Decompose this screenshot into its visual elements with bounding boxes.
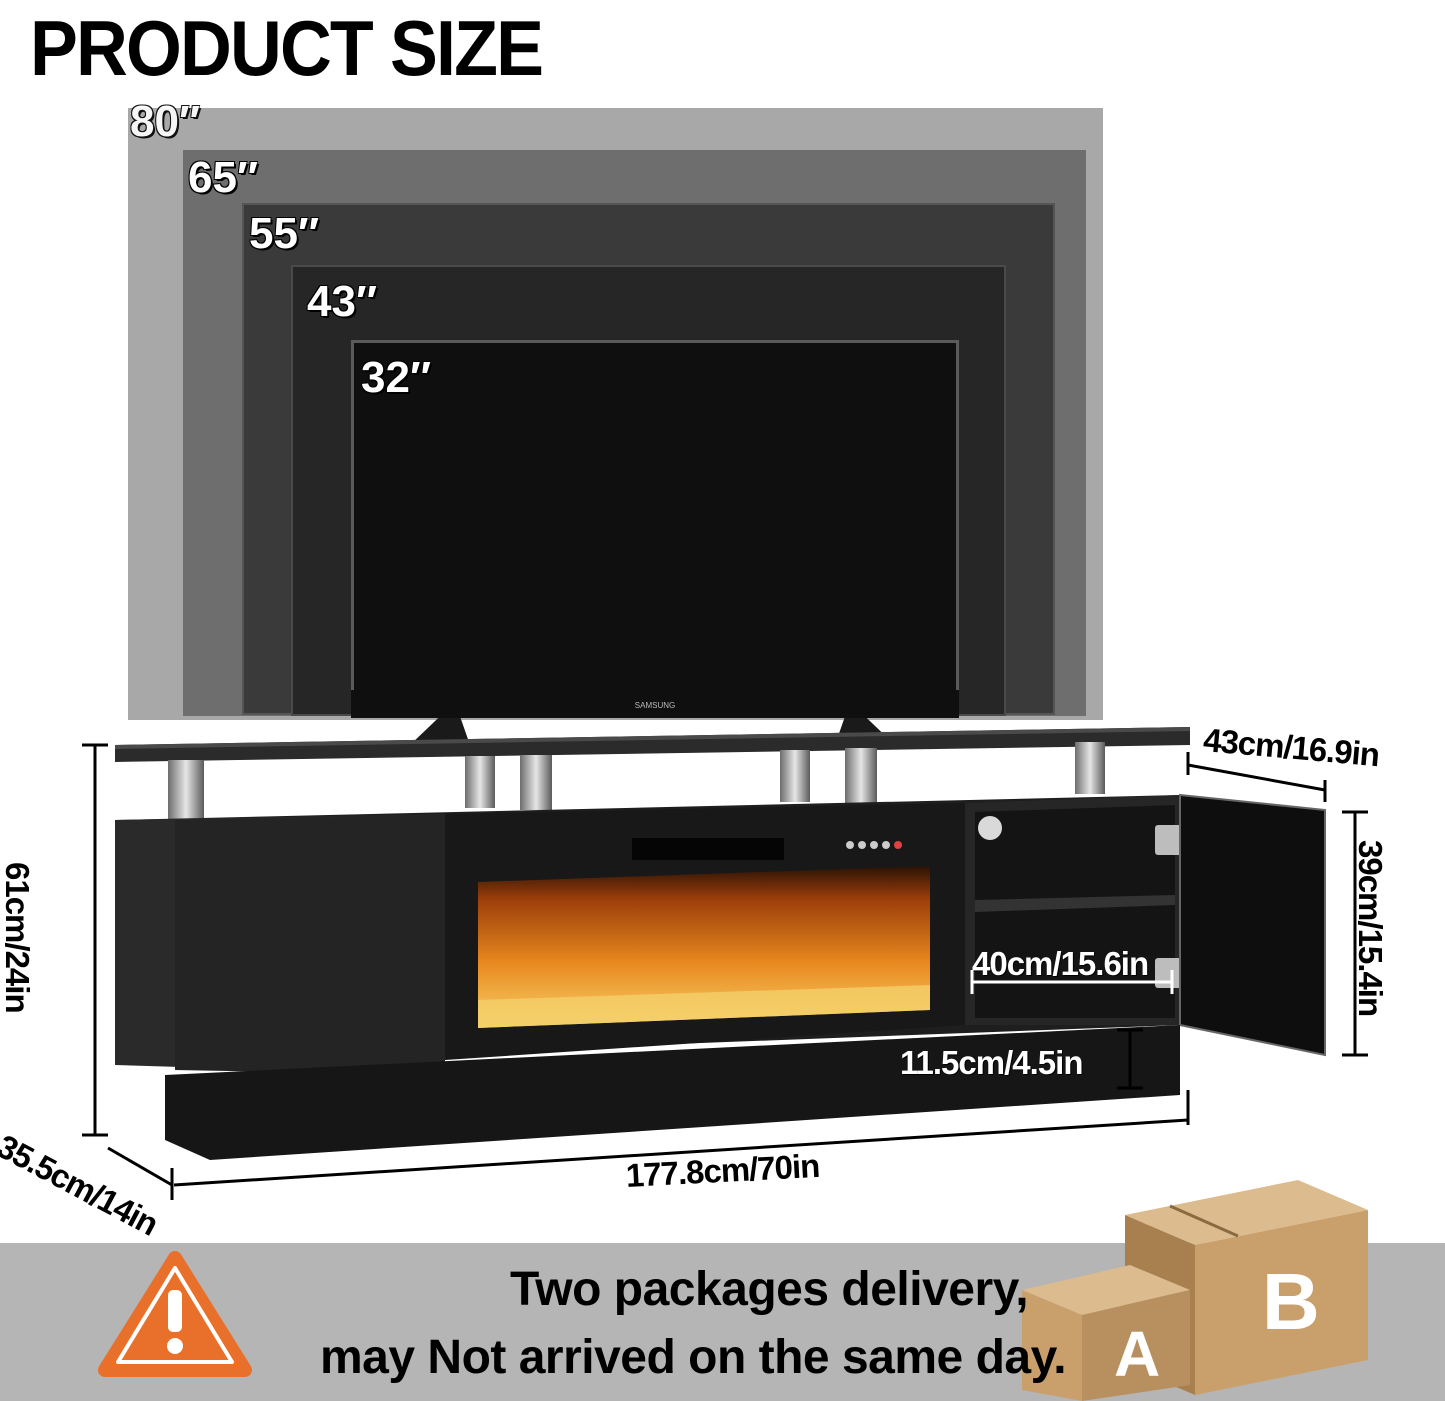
warning-triangle-icon xyxy=(98,1251,252,1377)
box-b-label: B xyxy=(1262,1257,1320,1346)
dimension-inner-width: 40cm/15.6in xyxy=(972,945,1149,982)
tv-size-label-80: 80″ xyxy=(130,97,201,146)
tv-brand-logo: SAMSUNG xyxy=(635,701,675,710)
tv-32-silhouette xyxy=(351,340,959,718)
top-shelf xyxy=(115,727,1190,762)
cabinet-base xyxy=(165,1025,1180,1160)
tv-size-label-55: 55″ xyxy=(249,209,320,258)
package-box-a-icon xyxy=(1022,1265,1190,1401)
fireplace-flames xyxy=(478,866,930,1028)
dimension-cabinet-height: 39cm/15.4in xyxy=(1352,840,1389,1017)
tv-size-label-65: 65″ xyxy=(188,153,259,202)
fireplace-buttons xyxy=(846,841,902,849)
cabinet-shelf xyxy=(975,895,1175,912)
tv-bottom-bezel xyxy=(351,690,959,718)
dimension-base-height: 11.5cm/4.5in xyxy=(900,1044,1083,1081)
page-title: PRODUCT SIZE xyxy=(30,4,544,92)
notice-line-1: Two packages delivery, xyxy=(510,1263,1029,1316)
open-door xyxy=(1179,793,1326,1057)
tv-size-label-32: 32″ xyxy=(361,353,432,402)
cable-hole xyxy=(978,816,1002,840)
notice-line-2: may Not arrived on the same day. xyxy=(320,1331,1067,1384)
box-a-label: A xyxy=(1114,1318,1161,1390)
dimension-lines xyxy=(82,743,1368,1200)
fireplace-display xyxy=(632,838,784,860)
chrome-legs xyxy=(168,742,1105,820)
package-box-b-icon xyxy=(1125,1180,1368,1395)
tv-size-label-43: 43″ xyxy=(307,277,378,326)
dimension-total-height: 61cm/24in xyxy=(0,862,36,1013)
